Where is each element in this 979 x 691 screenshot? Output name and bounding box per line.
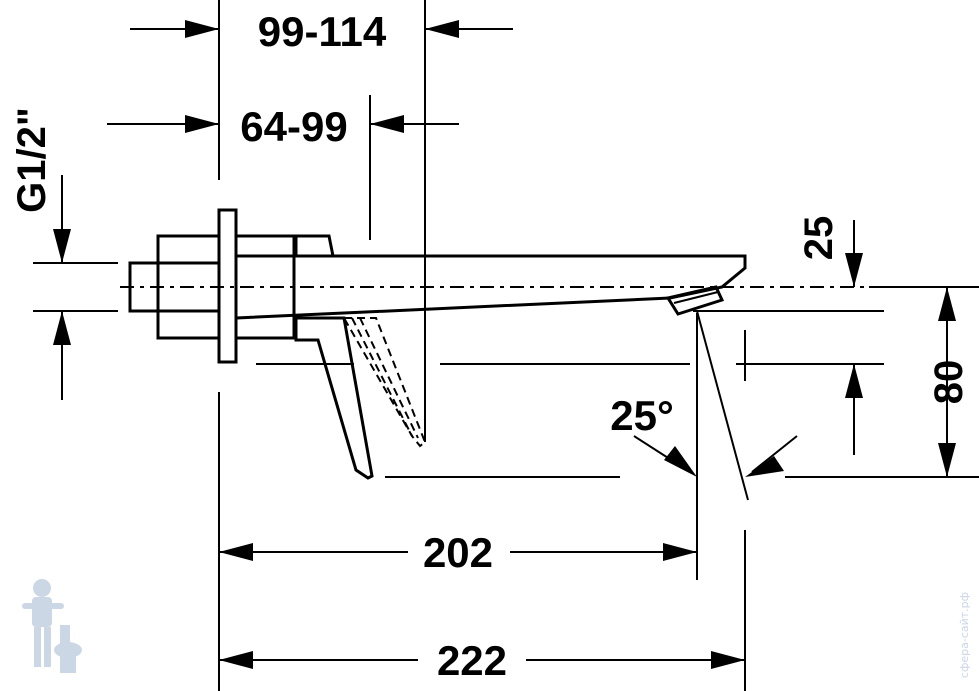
dim-label-99-114: 99-114 bbox=[258, 8, 387, 55]
dim-label-thread: G1/2" bbox=[10, 107, 54, 213]
dim-label-25: 25 bbox=[797, 216, 841, 261]
dim-label-202: 202 bbox=[423, 529, 493, 576]
dim-80: 80 bbox=[927, 287, 971, 477]
water-jet-line bbox=[696, 310, 749, 501]
dim-99-114: 99-114 bbox=[130, 0, 513, 442]
dim-label-222: 222 bbox=[437, 637, 507, 684]
dim-angle: 25° bbox=[610, 310, 798, 501]
watermark-url: сфера-сайт.рф bbox=[958, 592, 971, 678]
dim-222: 222 bbox=[219, 637, 745, 684]
dim-label-64-99: 64-99 bbox=[240, 103, 347, 150]
lever bbox=[294, 316, 374, 480]
aerator bbox=[665, 285, 725, 316]
dim-25: 25 bbox=[797, 216, 863, 455]
dim-label-angle: 25° bbox=[610, 392, 674, 439]
lever-alt-position bbox=[342, 317, 427, 448]
dim-thread: G1/2" bbox=[10, 107, 118, 400]
dim-202: 202 bbox=[219, 529, 697, 576]
handle-base bbox=[294, 234, 335, 258]
dim-64-99: 64-99 bbox=[107, 95, 459, 240]
dim-label-80: 80 bbox=[927, 360, 971, 405]
plumber-mascot-icon bbox=[22, 579, 82, 673]
